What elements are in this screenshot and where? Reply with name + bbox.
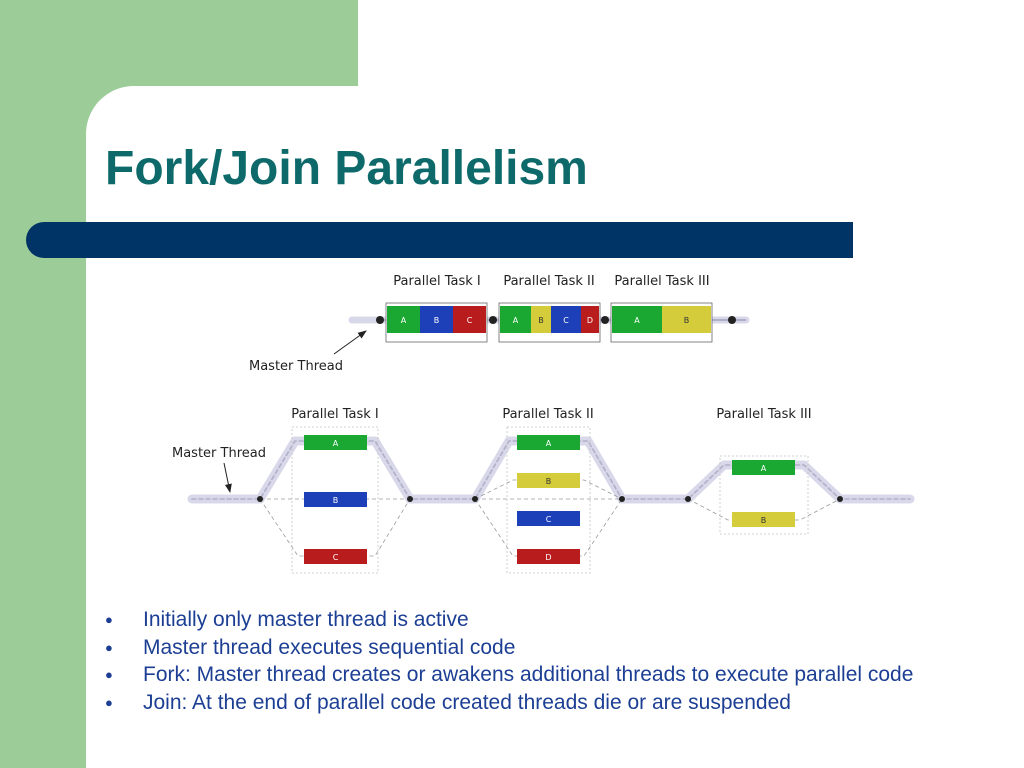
top-task-2-label: Parallel Task II: [503, 274, 594, 289]
bottom-thread-label: B: [761, 516, 767, 525]
bottom-fork-dot: [472, 496, 478, 502]
bottom-thread-label: A: [761, 464, 767, 473]
bullet-list: Initially only master thread is active M…: [105, 606, 913, 716]
bottom-thread-label: A: [546, 439, 552, 448]
bullet-item: Join: At the end of parallel code create…: [105, 689, 913, 717]
top-thread-a: [500, 306, 531, 333]
top-task-3-label: Parallel Task III: [614, 274, 709, 289]
top-thread-label: A: [513, 316, 519, 325]
top-fork-dot: [376, 316, 384, 324]
bottom-thread-c: [517, 511, 580, 526]
bottom-thread-label: A: [333, 439, 339, 448]
bottom-thread-label: D: [545, 553, 551, 562]
bottom-fork-dot: [257, 496, 263, 502]
top-thread-label: C: [467, 316, 473, 325]
top-thread-label: B: [538, 316, 544, 325]
top-thread-a: [612, 306, 662, 333]
bottom-master-thread-label: Master Thread: [172, 446, 266, 461]
bottom-thread-label: B: [546, 477, 552, 486]
bottom-task-1-label: Parallel Task I: [291, 407, 379, 422]
top-join-dot: [489, 316, 497, 324]
top-thread-label: D: [587, 316, 593, 325]
bottom-thread-a: [732, 460, 795, 475]
bullet-item: Initially only master thread is active: [105, 606, 913, 634]
top-thread-label: B: [684, 316, 690, 325]
bottom-thread-a: [304, 435, 367, 450]
slide-title: Fork/Join Parallelism: [105, 142, 588, 195]
top-thread-b: [662, 306, 711, 333]
bottom-thread-a: [517, 435, 580, 450]
top-thread-c: [453, 306, 486, 333]
bottom-thread-d: [517, 549, 580, 564]
bottom-fork-dot: [685, 496, 691, 502]
top-thread-label: B: [434, 316, 440, 325]
top-thread-label: C: [563, 316, 569, 325]
top-join-dot: [728, 316, 736, 324]
bullet-item: Fork: Master thread creates or awakens a…: [105, 661, 913, 689]
bottom-master-thread-arrow: [223, 462, 232, 493]
bottom-join-dot: [837, 496, 843, 502]
bottom-task-3-label: Parallel Task III: [716, 407, 811, 422]
top-task-1-label: Parallel Task I: [393, 274, 481, 289]
bottom-thread-label: C: [546, 515, 552, 524]
bottom-thread-b: [732, 512, 795, 527]
top-thread-a: [387, 306, 420, 333]
top-thread-label: A: [401, 316, 407, 325]
bottom-join-dot: [619, 496, 625, 502]
bullet-item: Master thread executes sequential code: [105, 634, 913, 662]
top-thread-b: [531, 306, 551, 333]
bottom-thread-b: [304, 492, 367, 507]
top-join-dot: [601, 316, 609, 324]
title-underline-bar: [26, 222, 853, 258]
top-task-2: Parallel Task II A B C D: [498, 274, 601, 343]
top-thread-b: [420, 306, 453, 333]
bottom-task-2-label: Parallel Task II: [502, 407, 593, 422]
bottom-join-dot: [407, 496, 413, 502]
top-master-thread-label: Master Thread: [249, 359, 343, 374]
bottom-thread-label: B: [333, 496, 339, 505]
bottom-thread-label: C: [333, 553, 339, 562]
top-task-1: Parallel Task I A B C: [385, 274, 488, 343]
bottom-thread-c: [304, 549, 367, 564]
bottom-thread-b: [517, 473, 580, 488]
bottom-task-frames: [291, 426, 809, 574]
top-master-thread-arrow: [333, 330, 367, 355]
top-thread-c: [551, 306, 581, 333]
top-task-3: Parallel Task III A B: [610, 274, 713, 343]
top-thread-label: A: [634, 316, 640, 325]
top-thread-d: [581, 306, 599, 333]
